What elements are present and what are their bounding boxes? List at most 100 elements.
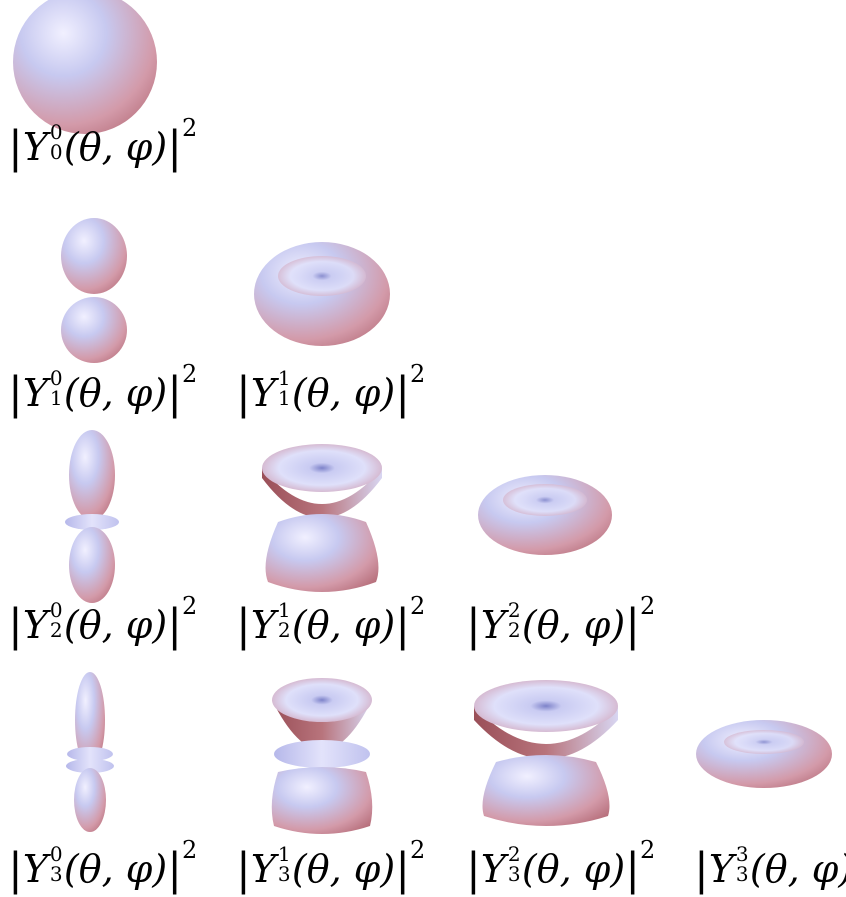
- label-close-bar: |: [167, 368, 183, 419]
- label-args: (θ, φ): [291, 847, 396, 891]
- harmonic-cell-l3-m3: |Y33(θ, φ)|2: [690, 670, 846, 897]
- label-open-bar: |: [8, 122, 23, 173]
- label-subscript-l: 3: [735, 862, 749, 886]
- label-superscript-m: 0: [49, 366, 63, 390]
- lower-cone: [265, 514, 379, 592]
- label-open-bar: |: [466, 844, 481, 895]
- label-power: 2: [410, 592, 426, 620]
- torus-dimple: [503, 484, 587, 516]
- label-y: Y: [250, 371, 276, 415]
- label-args: (θ, φ): [63, 371, 168, 415]
- harmonic-label-l3-m3: |Y33(θ, φ)|2: [694, 842, 846, 892]
- label-open-bar: |: [694, 844, 709, 895]
- upper-lobe: [75, 672, 105, 768]
- label-y: Y: [22, 371, 48, 415]
- label-subscript-l: 1: [277, 386, 291, 410]
- label-close-bar: |: [625, 844, 641, 895]
- label-y: Y: [250, 603, 276, 647]
- label-close-bar: |: [395, 844, 411, 895]
- label-power: 2: [182, 836, 198, 864]
- label-y: Y: [480, 603, 506, 647]
- upper-bowl: [474, 706, 618, 759]
- lower-ring: [66, 759, 114, 773]
- upper-bowl-rim: [474, 680, 618, 732]
- label-superscript-m: 3: [735, 842, 749, 866]
- label-subscript-l: 1: [49, 386, 63, 410]
- label-power: 2: [410, 836, 426, 864]
- label-superscript-m: 1: [277, 598, 291, 622]
- label-superscript-m: 0: [49, 842, 63, 866]
- orbital-shape-l0-m0: [13, 0, 157, 134]
- label-close-bar: |: [167, 844, 183, 895]
- label-open-bar: |: [236, 368, 251, 419]
- upper-lobe: [69, 430, 115, 520]
- upper-bowl: [262, 468, 382, 518]
- label-args: (θ, φ): [63, 125, 168, 169]
- orbital-shape-l3-m3: [696, 720, 832, 788]
- torus-dimple: [724, 730, 804, 754]
- label-subscript-l: 2: [49, 618, 63, 642]
- sphere-lobe: [13, 0, 157, 134]
- label-subscript-l: 3: [277, 862, 291, 886]
- lower-cone: [271, 767, 373, 834]
- label-y: Y: [708, 847, 734, 891]
- equatorial-ring: [65, 514, 119, 530]
- label-superscript-m: 1: [277, 366, 291, 390]
- label-y: Y: [22, 847, 48, 891]
- label-args: (θ, φ): [521, 603, 626, 647]
- label-y: Y: [22, 603, 48, 647]
- label-args: (θ, φ): [63, 847, 168, 891]
- orbital-shape-l3-m1: [271, 678, 373, 834]
- lower-lobe: [69, 527, 115, 603]
- label-open-bar: |: [8, 844, 23, 895]
- label-args: (θ, φ): [291, 603, 396, 647]
- label-open-bar: |: [8, 600, 23, 651]
- label-open-bar: |: [466, 600, 481, 651]
- label-close-bar: |: [167, 600, 183, 651]
- label-superscript-m: 2: [507, 598, 521, 622]
- label-close-bar: |: [625, 600, 641, 651]
- lower-lobe: [61, 297, 127, 363]
- label-close-bar: |: [167, 122, 183, 173]
- orbital-shape-l2-m0: [65, 430, 119, 603]
- lower-cone: [482, 755, 610, 826]
- orbital-shape-l3-m0: [66, 672, 114, 832]
- label-power: 2: [640, 592, 656, 620]
- label-args: (θ, φ): [749, 847, 846, 891]
- label-y: Y: [480, 847, 506, 891]
- label-open-bar: |: [236, 844, 251, 895]
- orbital-shape-l2-m1: [262, 444, 382, 592]
- upper-bowl-rim: [262, 444, 382, 492]
- label-superscript-m: 2: [507, 842, 521, 866]
- label-subscript-l: 2: [277, 618, 291, 642]
- label-close-bar: |: [395, 368, 411, 419]
- label-close-bar: |: [395, 600, 411, 651]
- label-args: (θ, φ): [63, 603, 168, 647]
- torus-dimple: [278, 256, 366, 296]
- label-open-bar: |: [236, 600, 251, 651]
- label-subscript-l: 0: [49, 140, 63, 164]
- orbital-shape-l2-m2: [478, 475, 612, 555]
- label-superscript-m: 0: [49, 598, 63, 622]
- label-args: (θ, φ): [291, 371, 396, 415]
- orbital-shape-l1-m0: [61, 218, 127, 363]
- label-y: Y: [250, 847, 276, 891]
- label-power: 2: [410, 360, 426, 388]
- label-superscript-m: 1: [277, 842, 291, 866]
- orbital-shape-l1-m1: [254, 242, 390, 346]
